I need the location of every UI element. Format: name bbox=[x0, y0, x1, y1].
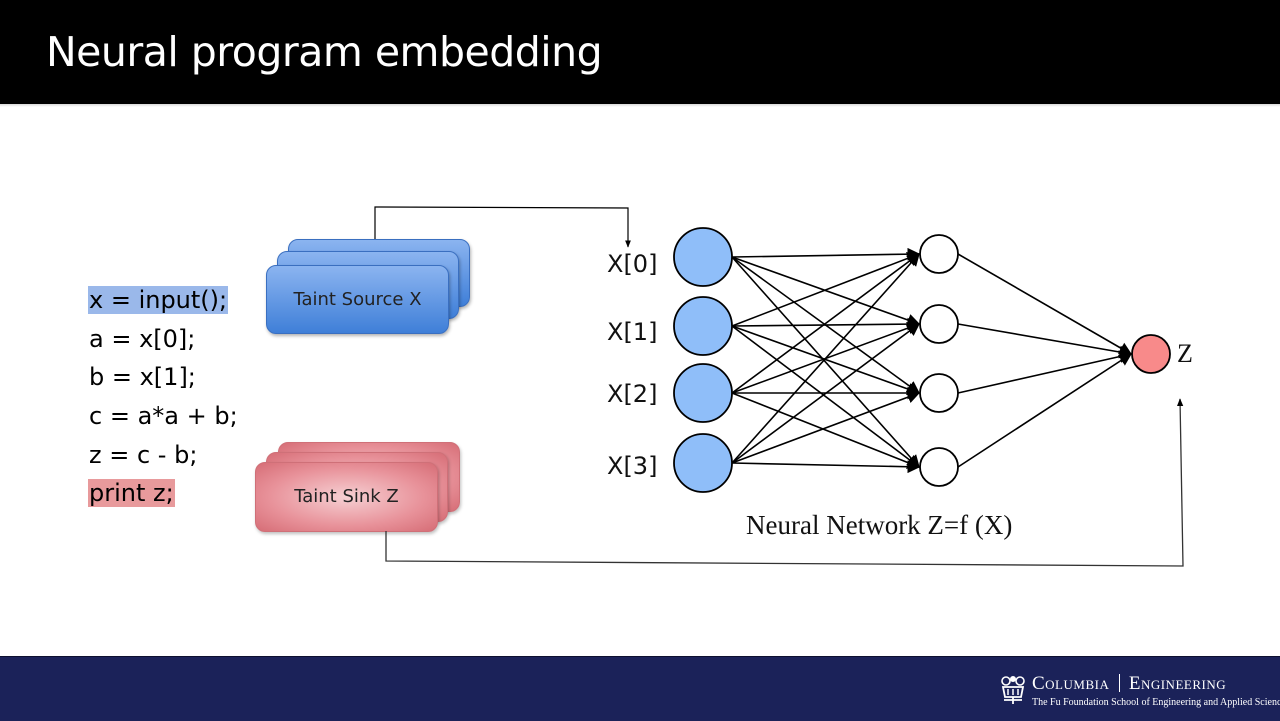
code-line: print z; bbox=[88, 474, 239, 513]
input-label-x2: X[2] bbox=[607, 380, 657, 408]
input-label-x1: X[1] bbox=[607, 318, 657, 346]
network-nodes bbox=[673, 227, 1171, 493]
input-node-1 bbox=[673, 296, 733, 356]
code-line-text: c = a*a + b; bbox=[89, 402, 238, 431]
logo-subtitle: The Fu Foundation School of Engineering … bbox=[1032, 697, 1280, 708]
logo-wordmark: Columbia Engineering bbox=[1032, 673, 1226, 695]
edge-input2-hidden3 bbox=[731, 392, 921, 469]
taint-sink-label: Taint Sink Z bbox=[294, 486, 399, 507]
input-node-2 bbox=[673, 363, 733, 423]
output-label-z: Z bbox=[1177, 339, 1193, 368]
logo-engineering: Engineering bbox=[1128, 673, 1227, 694]
source-connector-arrow bbox=[374, 206, 631, 248]
taint-sink-line: print z; bbox=[88, 479, 175, 508]
code-line: z = c - b; bbox=[88, 436, 239, 475]
taint-source-line: x = input(); bbox=[88, 286, 229, 314]
hidden-node-0 bbox=[919, 234, 959, 274]
edge-input1-hidden1 bbox=[731, 317, 921, 331]
edge-input3-hidden3 bbox=[731, 460, 921, 474]
edge-input0-hidden0 bbox=[731, 247, 921, 261]
title-bar: Neural program embedding bbox=[0, 0, 1280, 104]
edge-input3-hidden0 bbox=[731, 253, 920, 464]
code-line: a = x[0]; bbox=[88, 320, 239, 359]
hidden-node-3 bbox=[919, 447, 959, 487]
network-edges bbox=[731, 247, 1133, 474]
code-line: x = input(); bbox=[88, 281, 239, 320]
edge-hidden1-output bbox=[957, 323, 1133, 359]
taint-source-card: Taint Source X bbox=[266, 265, 449, 334]
edge-hidden3-output bbox=[957, 353, 1133, 468]
code-line-text: a = x[0]; bbox=[89, 324, 196, 353]
code-line: b = x[1]; bbox=[88, 358, 239, 397]
crown-icon bbox=[1001, 676, 1025, 704]
sink-connector-arrow bbox=[385, 398, 1184, 567]
code-snippet: x = input(); a = x[0]; b = x[1]; c = a*a… bbox=[88, 281, 239, 513]
taint-sink-card: Taint Sink Z bbox=[255, 462, 438, 532]
edge-input0-hidden3 bbox=[731, 256, 920, 468]
title-divider bbox=[0, 104, 1280, 107]
edge-input1-hidden0 bbox=[731, 252, 921, 327]
hidden-node-2 bbox=[919, 373, 959, 413]
code-line: c = a*a + b; bbox=[88, 397, 239, 436]
footer-bar: Columbia Engineering The Fu Foundation S… bbox=[0, 656, 1280, 721]
edge-input2-hidden0 bbox=[731, 253, 921, 394]
input-label-x0: X[0] bbox=[607, 250, 657, 278]
edge-hidden2-output bbox=[957, 350, 1133, 394]
network-caption: Neural Network Z=f (X) bbox=[746, 510, 1012, 540]
taint-source-label: Taint Source X bbox=[293, 289, 422, 310]
slide-title: Neural program embedding bbox=[46, 28, 603, 76]
logo-divider bbox=[1118, 674, 1120, 692]
code-line-text: z = c - b; bbox=[89, 440, 198, 469]
edge-input3-hidden1 bbox=[731, 323, 921, 464]
edge-hidden0-output bbox=[957, 253, 1133, 355]
output-node bbox=[1131, 334, 1171, 374]
hidden-node-1 bbox=[919, 304, 959, 344]
columbia-engineering-logo: Columbia Engineering The Fu Foundation S… bbox=[1000, 673, 1280, 709]
edge-input1-hidden3 bbox=[731, 325, 921, 468]
edge-input3-hidden2 bbox=[731, 391, 921, 464]
input-node-0 bbox=[673, 227, 733, 287]
code-line-text: b = x[1]; bbox=[89, 363, 196, 392]
logo-columbia: Columbia bbox=[1032, 673, 1110, 694]
input-node-3 bbox=[673, 433, 733, 493]
input-label-x3: X[3] bbox=[607, 452, 657, 480]
